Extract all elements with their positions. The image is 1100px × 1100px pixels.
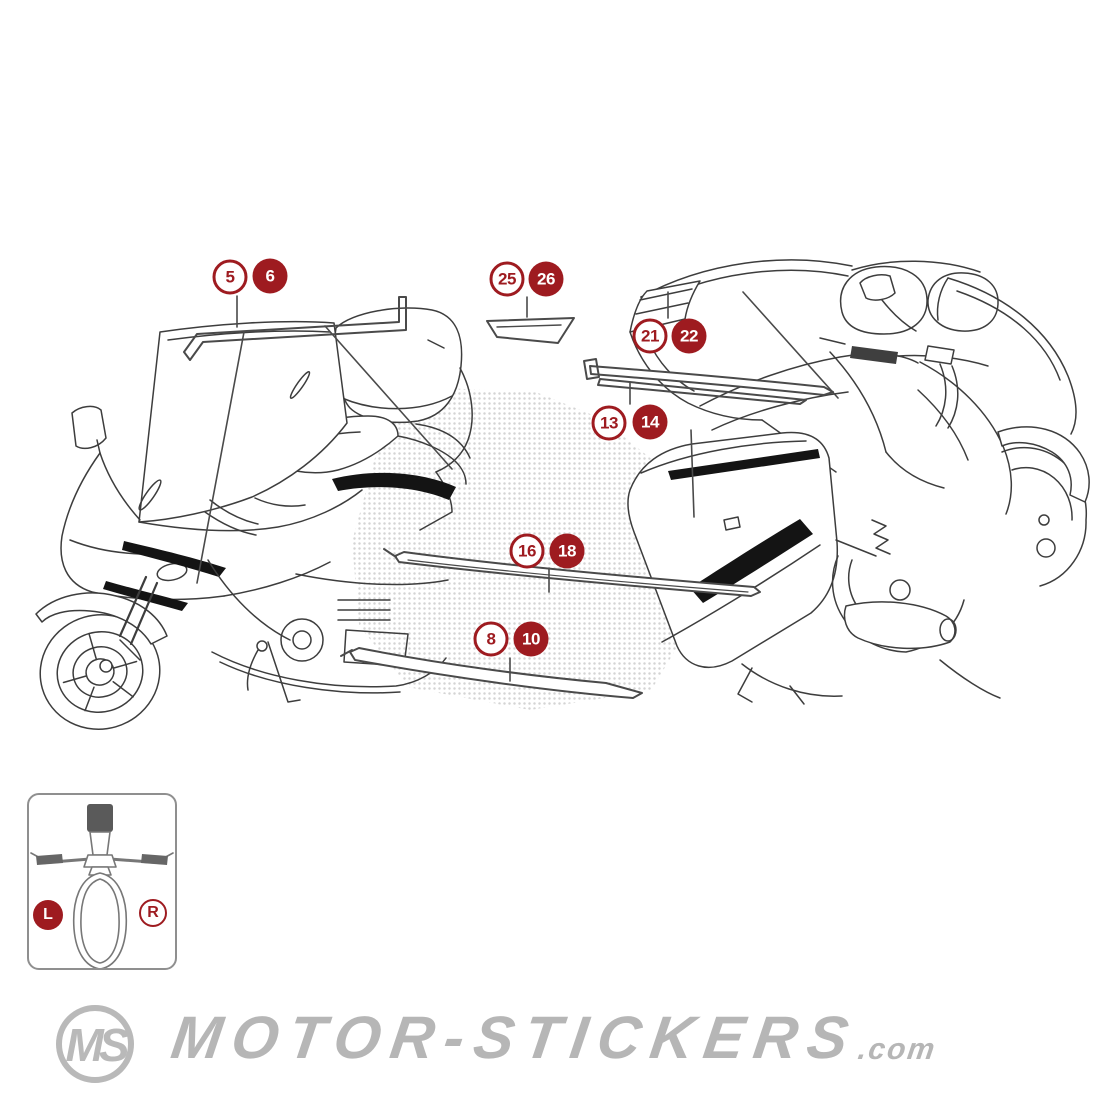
legend-right-circle: R: [139, 899, 167, 927]
right-bike-front-wheel: [997, 426, 1090, 587]
callout-21: 21: [632, 318, 668, 354]
windscreen-block: [87, 804, 113, 832]
leader-21-22: [667, 291, 839, 399]
left-bike-front-fender: [35, 575, 168, 673]
right-bike-stand: [737, 659, 1001, 705]
right-bike-rear-wheel: [831, 519, 965, 653]
right-motorcycle-illustration: [627, 259, 1090, 705]
sticker-strip-16-18: [383, 548, 761, 597]
callout-14: 14: [632, 404, 668, 440]
right-bike-handlebar: [819, 337, 989, 429]
brand-wordmark: MOTOR-STICKERS.com: [167, 1004, 939, 1071]
callout-10: 10: [513, 621, 549, 657]
right-bike-top-rail: [629, 259, 853, 333]
right-bike-saddlebag: [627, 431, 839, 669]
callout-8: 8: [473, 621, 509, 657]
callout-6: 6: [252, 258, 288, 294]
ms-monogram-icon: MS: [56, 1005, 135, 1083]
footer-watermark: MS MOTOR-STICKERS.com: [0, 998, 1100, 1098]
sticker-patch-25-26: [486, 296, 575, 344]
right-bike-mirror: [859, 274, 917, 332]
right-bike-windshield: [936, 277, 1077, 435]
callout-26: 26: [528, 261, 564, 297]
sticker-strip-5-6: [183, 295, 453, 584]
brand-tld-text: .com: [855, 1033, 939, 1066]
sticker-strip-8-10: [340, 647, 643, 699]
motorcycle-front-view-icon: [30, 804, 174, 970]
callout-22: 22: [671, 318, 707, 354]
left-bike-windshield: [138, 320, 348, 523]
callout-18: 18: [549, 533, 585, 569]
left-bike-engine: [207, 559, 449, 703]
sticker-shapes-and-leaders: [183, 291, 839, 699]
left-motorcycle-illustration: [35, 307, 473, 730]
callout-25: 25: [489, 261, 525, 297]
callout-13: 13: [591, 405, 627, 441]
legend-left-circle: L: [33, 900, 63, 930]
right-bike-bodywork: [829, 351, 1013, 515]
ms-monogram-letters: MS: [66, 1019, 130, 1071]
orientation-legend-box: L R: [27, 793, 177, 970]
callout-5: 5: [212, 259, 248, 295]
left-bike-mirror: [71, 405, 141, 521]
right-bike-seat: [699, 260, 999, 431]
left-bike-front-wheel: [39, 614, 161, 730]
sticker-strip-13-14: [583, 358, 834, 518]
callout-16: 16: [509, 533, 545, 569]
brand-name-text: MOTOR-STICKERS: [167, 1004, 863, 1071]
